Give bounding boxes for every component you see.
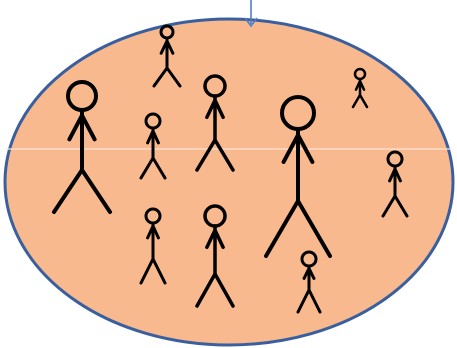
diagram-canvas bbox=[0, 0, 457, 348]
population-diagram bbox=[0, 0, 457, 348]
